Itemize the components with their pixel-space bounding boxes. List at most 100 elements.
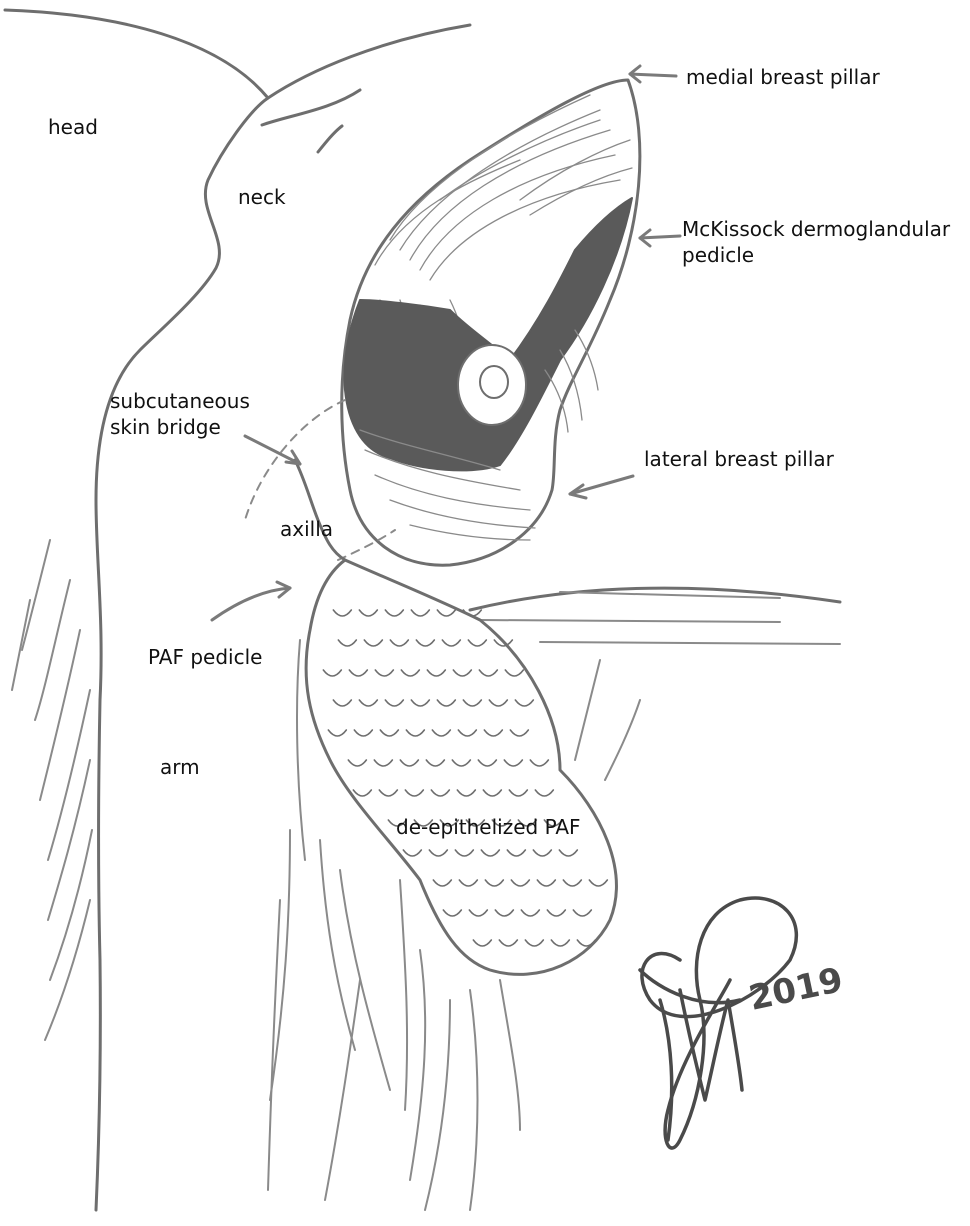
scallop-mark xyxy=(406,730,424,736)
scallop-mark xyxy=(429,850,447,856)
scallop-mark xyxy=(433,880,451,886)
label-arm: arm xyxy=(160,754,200,780)
scallop-mark xyxy=(385,610,403,616)
scallop-mark xyxy=(535,790,553,796)
paf-flap-outline xyxy=(306,560,616,974)
label-mckissock-pedicle: McKissock dermoglandular pedicle xyxy=(682,216,950,268)
scallop-mark xyxy=(380,730,398,736)
scallop-mark xyxy=(364,640,382,646)
label-neck: neck xyxy=(238,184,286,210)
scallop-mark xyxy=(457,790,475,796)
scallop-mark xyxy=(354,730,372,736)
scallop-mark xyxy=(495,910,513,916)
scallop-mark xyxy=(426,760,444,766)
scallop-mark xyxy=(485,880,503,886)
scallop-mark xyxy=(437,700,455,706)
label-skin-bridge-line1: subcutaneous xyxy=(110,388,250,414)
scallop-mark xyxy=(489,700,507,706)
scallop-mark xyxy=(484,730,502,736)
scallop-mark xyxy=(455,850,473,856)
scallop-mark xyxy=(537,880,555,886)
scallop-mark xyxy=(521,910,539,916)
scallop-mark xyxy=(509,790,527,796)
scallop-mark xyxy=(499,940,517,946)
jaw-line xyxy=(268,25,470,98)
scallop-mark xyxy=(431,790,449,796)
scallop-mark xyxy=(375,670,393,676)
label-de-epithelized-paf: de-epithelized PAF xyxy=(396,814,581,840)
scallop-mark xyxy=(559,850,577,856)
scallop-mark xyxy=(411,610,429,616)
scallop-mark xyxy=(333,610,351,616)
scallop-mark xyxy=(510,730,528,736)
scallop-mark xyxy=(530,760,548,766)
scallop-mark xyxy=(416,640,434,646)
label-paf-pedicle: PAF pedicle xyxy=(148,644,262,670)
scallop-mark xyxy=(589,880,607,886)
arrow-medial-pillar xyxy=(630,74,676,76)
scallop-mark xyxy=(478,760,496,766)
scallop-mark xyxy=(353,790,371,796)
axilla-contour xyxy=(295,460,345,560)
scallop-mark xyxy=(328,730,346,736)
scallop-mark xyxy=(453,670,471,676)
scallop-mark xyxy=(323,670,341,676)
scallop-mark xyxy=(515,700,533,706)
scallop-mark xyxy=(348,760,366,766)
scallop-mark xyxy=(547,910,565,916)
scallop-mark xyxy=(469,910,487,916)
scallop-mark xyxy=(483,790,501,796)
scallop-mark xyxy=(468,640,486,646)
neck-contour xyxy=(262,90,360,125)
label-subcutaneous-skin-bridge: subcutaneous skin bridge xyxy=(110,388,250,440)
scallop-mark xyxy=(359,700,377,706)
artist-signature xyxy=(640,898,796,1148)
scallop-mark xyxy=(333,700,351,706)
scallop-mark xyxy=(505,670,523,676)
scallop-mark xyxy=(359,610,377,616)
scallop-mark xyxy=(463,700,481,706)
label-lateral-breast-pillar: lateral breast pillar xyxy=(644,446,834,472)
scallop-mark xyxy=(400,760,418,766)
scallop-mark xyxy=(459,880,477,886)
arrow-paf-pedicle xyxy=(212,588,290,620)
scallop-mark xyxy=(411,700,429,706)
scallop-mark xyxy=(504,760,522,766)
scallop-mark xyxy=(479,670,497,676)
de-epithelized-texture xyxy=(323,610,607,946)
scallop-mark xyxy=(437,610,455,616)
scallop-mark xyxy=(379,790,397,796)
scallop-mark xyxy=(432,730,450,736)
label-mckissock-line1: McKissock dermoglandular xyxy=(682,216,950,242)
scallop-mark xyxy=(390,640,408,646)
scallop-mark xyxy=(442,640,460,646)
scallop-mark xyxy=(525,940,543,946)
scallop-mark xyxy=(481,850,499,856)
chest-wall xyxy=(470,588,840,610)
clavicle-tick xyxy=(318,126,342,152)
scallop-mark xyxy=(427,670,445,676)
scallop-mark xyxy=(401,670,419,676)
scallop-mark xyxy=(473,940,491,946)
label-axilla: axilla xyxy=(280,516,333,542)
scallop-mark xyxy=(452,760,470,766)
arrow-mckissock-pedicle xyxy=(640,236,680,238)
scallop-mark xyxy=(349,670,367,676)
label-skin-bridge-line2: skin bridge xyxy=(110,414,250,440)
scallop-mark xyxy=(338,640,356,646)
scallop-mark xyxy=(385,700,403,706)
scallop-mark xyxy=(443,910,461,916)
scallop-mark xyxy=(405,790,423,796)
scallop-mark xyxy=(374,760,392,766)
label-head: head xyxy=(48,114,98,140)
scallop-mark xyxy=(563,880,581,886)
mckissock-pedicle-band xyxy=(345,198,632,470)
arrow-lateral-pillar xyxy=(570,476,633,494)
scallop-mark xyxy=(573,910,591,916)
label-medial-breast-pillar: medial breast pillar xyxy=(686,64,880,90)
scallop-mark xyxy=(551,940,569,946)
scallop-mark xyxy=(511,880,529,886)
signature-year: 2019 xyxy=(746,960,847,1019)
